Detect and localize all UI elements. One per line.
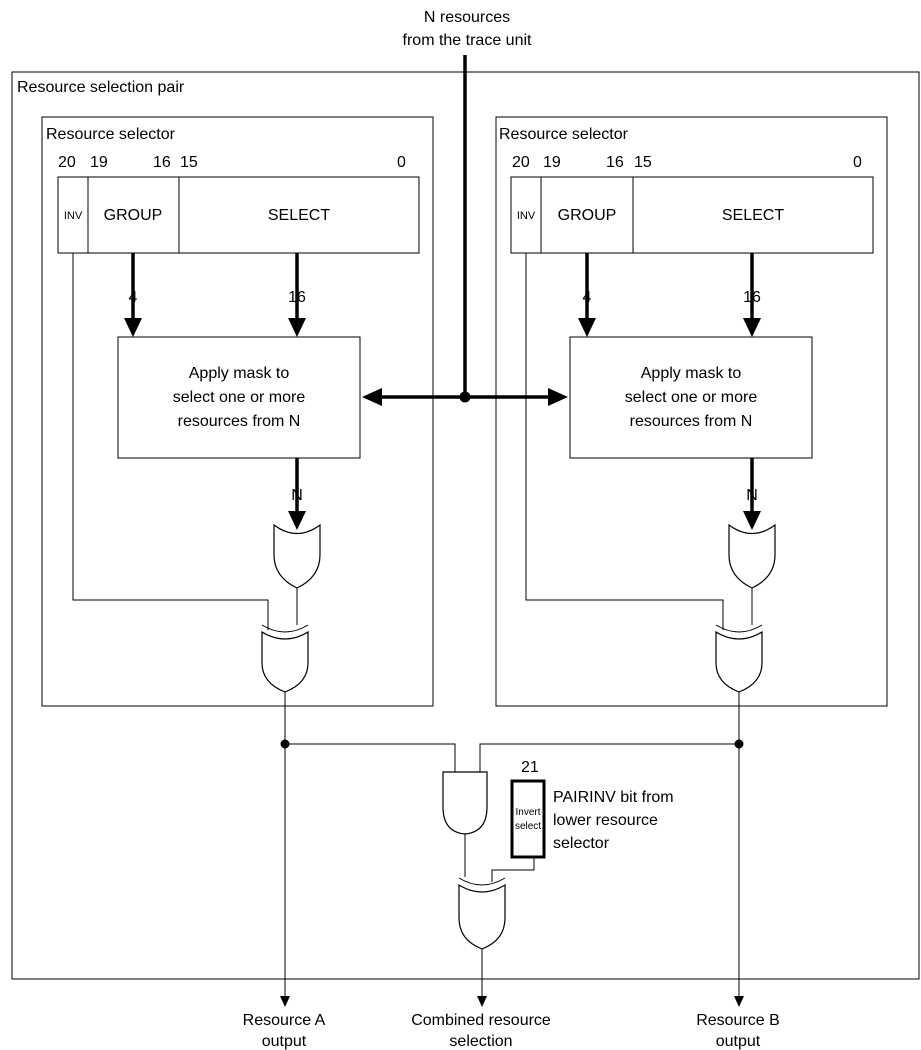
pairinv-bit-number: 21 — [521, 759, 539, 776]
right-select-field: SELECT — [722, 207, 784, 224]
left-select-field: SELECT — [268, 207, 330, 224]
left-mask-line3: resources from N — [178, 413, 301, 430]
left-bit-0: 0 — [397, 154, 406, 171]
combined-output-line2: selection — [449, 1033, 512, 1050]
input-label-line1: N resources — [424, 9, 510, 26]
right-bit-19: 19 — [543, 154, 561, 171]
right-mask-line1: Apply mask to — [641, 365, 742, 382]
arrowhead-to-left-mask — [362, 388, 382, 406]
left-bit-19: 19 — [90, 154, 108, 171]
left-resource-selector: Resource selector 20 19 16 15 0 INV GROU… — [41, 116, 434, 707]
left-group-arrowhead — [124, 318, 142, 337]
resource-a-output-line2: output — [262, 1033, 307, 1050]
left-n-arrowhead — [288, 511, 306, 530]
right-group-arrowhead — [578, 318, 596, 337]
right-inv-wire — [525, 253, 724, 630]
left-mask-box — [117, 336, 361, 459]
invert-select-wire — [491, 857, 535, 882]
left-or-gate — [273, 523, 321, 589]
left-mask-line1: Apply mask to — [189, 365, 290, 382]
right-bit-16: 16 — [606, 154, 624, 171]
left-selector-title: Resource selector — [46, 126, 176, 143]
resource-a-output-line1: Resource A — [243, 1012, 326, 1029]
combined-output-line1: Combined resource — [411, 1012, 551, 1029]
right-mask-line2: select one or more — [625, 389, 758, 406]
left-mask-line2: select one or more — [173, 389, 306, 406]
pairinv-label-line3: selector — [553, 835, 610, 852]
invert-select-box — [510, 779, 546, 859]
left-n-width: N — [291, 487, 303, 504]
resource-b-junction — [734, 739, 744, 749]
pair-label: Resource selection pair — [17, 79, 185, 96]
right-xor-gate — [715, 630, 763, 693]
left-bit-16: 16 — [153, 154, 171, 171]
left-inv-field: INV — [64, 210, 83, 222]
combine-xor-gate — [458, 883, 506, 950]
right-selector-box — [495, 116, 888, 707]
resource-b-output-line1: Resource B — [696, 1012, 780, 1029]
left-selector-box — [41, 116, 434, 707]
right-bit-0: 0 — [853, 154, 862, 171]
resource-a-junction — [280, 739, 290, 749]
right-select-width: 16 — [743, 289, 761, 306]
left-select-width: 16 — [288, 289, 306, 306]
right-select-arrowhead — [743, 318, 761, 337]
right-bit-20: 20 — [512, 154, 530, 171]
right-register-box — [510, 176, 874, 254]
bus-junction-dot — [459, 391, 471, 403]
right-bit-15: 15 — [634, 154, 652, 171]
left-inv-wire — [72, 253, 269, 630]
resource-b-output-line2: output — [716, 1033, 761, 1050]
right-selector-title: Resource selector — [499, 126, 629, 143]
input-label-line2: from the trace unit — [403, 32, 533, 49]
right-group-field: GROUP — [558, 207, 617, 224]
invert-select-line2: select — [515, 821, 541, 832]
right-mask-box — [569, 336, 813, 459]
pairinv-label-line2: lower resource — [553, 812, 658, 829]
left-bit-15: 15 — [180, 154, 198, 171]
left-bit-20: 20 — [58, 154, 76, 171]
and-gate — [442, 771, 488, 835]
pairinv-label-line1: PAIRINV bit from — [553, 789, 674, 806]
invert-select-line1: Invert — [515, 807, 540, 818]
right-inv-field: INV — [517, 210, 536, 222]
left-group-field: GROUP — [104, 207, 163, 224]
left-select-arrowhead — [288, 318, 306, 337]
right-resource-selector: Resource selector 20 19 16 15 0 INV GROU… — [495, 116, 888, 707]
right-group-width: 4 — [583, 289, 592, 306]
left-group-width: 4 — [129, 289, 138, 306]
right-n-width: N — [746, 487, 758, 504]
right-or-gate — [728, 523, 776, 589]
arrowhead-to-right-mask — [548, 388, 568, 406]
right-mask-line3: resources from N — [630, 413, 753, 430]
left-xor-gate — [261, 630, 309, 693]
left-register-box — [57, 176, 420, 254]
right-n-arrowhead — [743, 511, 761, 530]
